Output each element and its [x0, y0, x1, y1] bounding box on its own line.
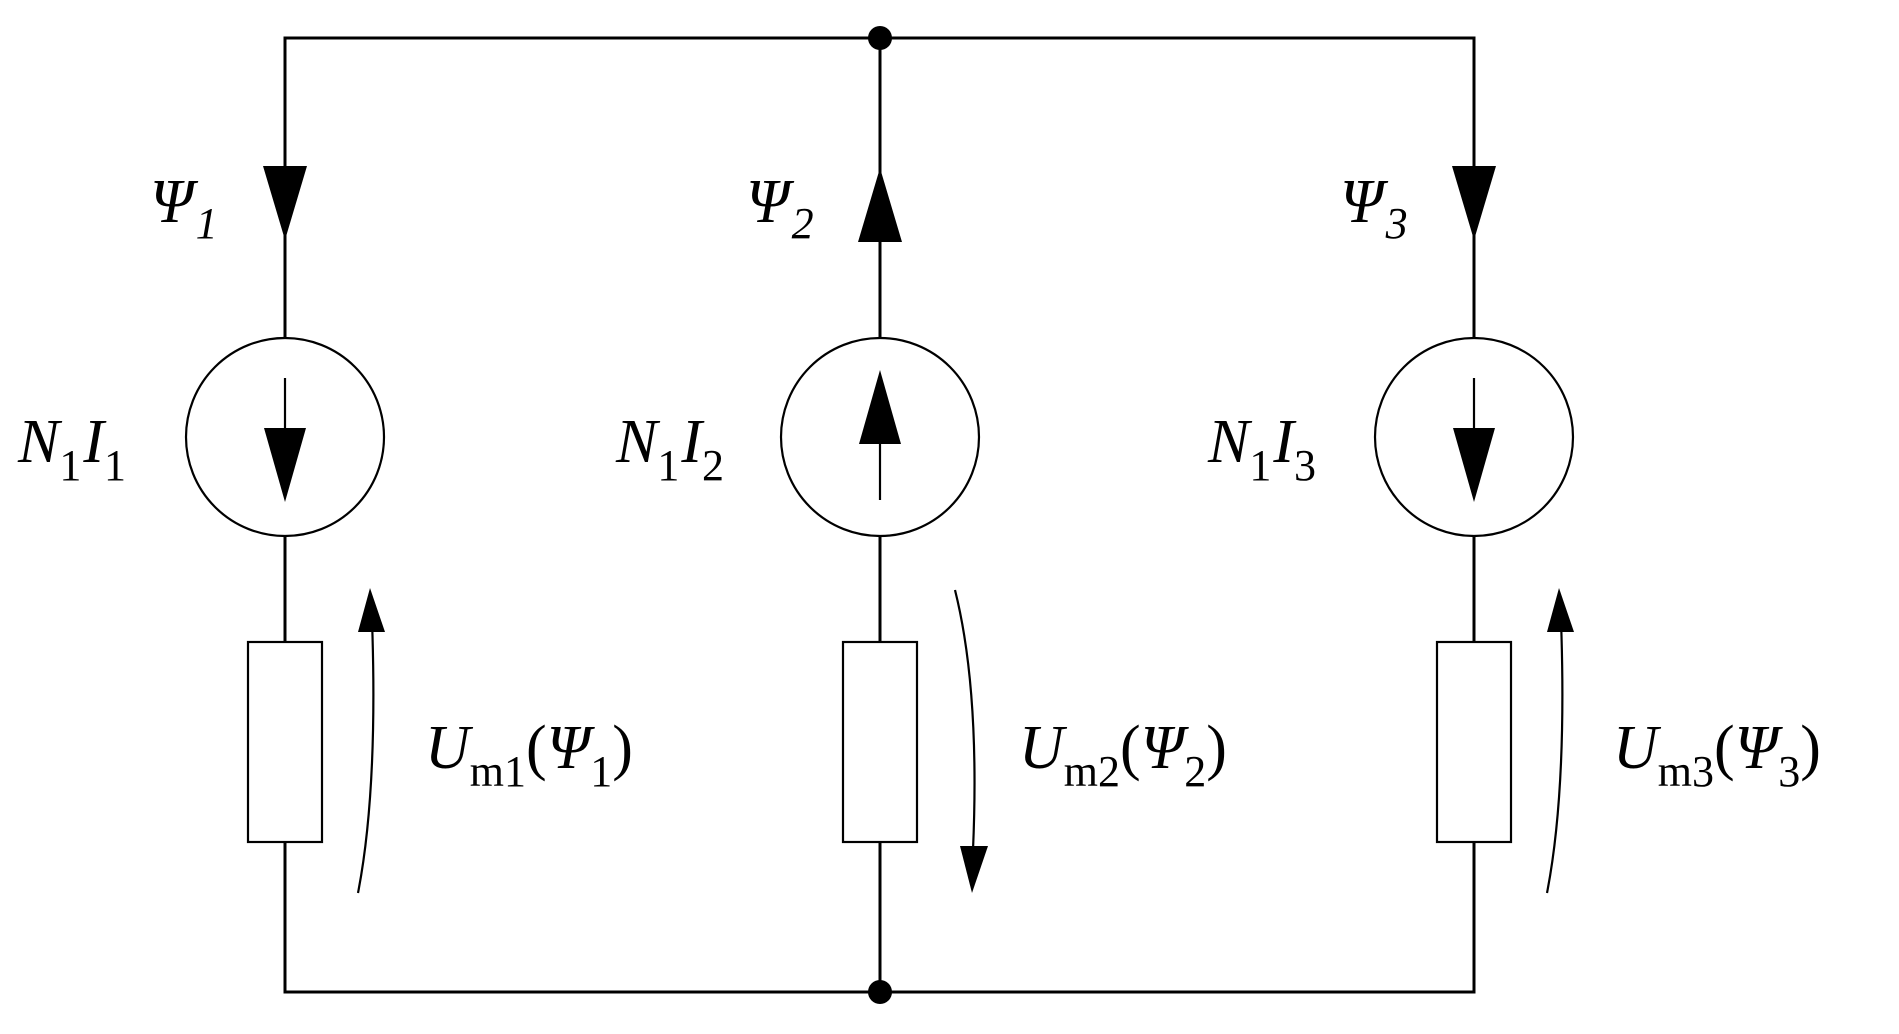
branch-2-reluctance — [841, 640, 919, 844]
branch-2-mmf-label: Um2(Ψ2) — [1019, 714, 1227, 796]
branch-1-mmf-label: Um1(Ψ1) — [425, 714, 633, 796]
branch-3-mmf-drop-arrow-shaft — [1545, 619, 1564, 894]
branch-2-source-arrow-head — [859, 370, 901, 444]
branch-1-source-label: N1I1 — [17, 408, 126, 490]
branch-3-mmf-label: Um3(Ψ3) — [1613, 714, 1821, 796]
branch-2-source-label: N1I2 — [615, 408, 724, 490]
branch-1-flux-arrow — [263, 166, 307, 240]
branch-2-mmf-drop-arrow-head — [960, 846, 988, 893]
branch-3-source-arrow-head — [1453, 428, 1495, 502]
branch-1-mmf-drop-arrow-shaft — [356, 619, 375, 894]
branch-1-mmf-drop-arrow-head — [358, 588, 385, 632]
branch-1: Ψ1 N1I1 Um1(Ψ1) — [17, 36, 633, 994]
branch-2-mmf-drop-arrow-shaft — [953, 589, 976, 851]
branch-1-flux-label: Ψ1 — [150, 168, 218, 248]
branch-3-flux-arrow — [1452, 166, 1496, 240]
branch-2-flux-arrow — [858, 168, 902, 242]
branch-3-mmf-drop-arrow-head — [1547, 588, 1574, 632]
branch-3-flux-label: Ψ3 — [1340, 168, 1408, 248]
branch-3-source-label: N1I3 — [1207, 408, 1316, 490]
branch-3-reluctance — [1435, 640, 1513, 844]
branch-1-source-arrow-head — [264, 428, 306, 502]
branch-3: Ψ3 N1I3 Um3(Ψ3) — [1207, 36, 1821, 994]
branch-2-flux-label: Ψ2 — [746, 168, 814, 248]
branch-1-reluctance — [246, 640, 324, 844]
branch-2: Ψ2 N1I2 Um2(Ψ2) — [615, 36, 1227, 994]
